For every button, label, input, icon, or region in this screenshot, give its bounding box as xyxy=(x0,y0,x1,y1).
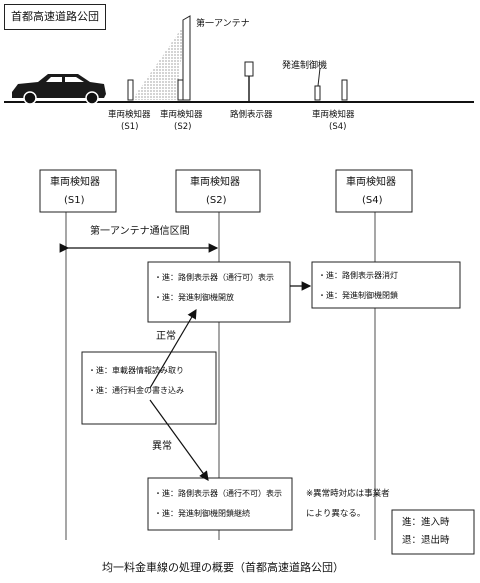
gate-pointer xyxy=(317,67,321,87)
col3-box xyxy=(335,169,413,213)
col3-title: 車両検知器 xyxy=(346,177,396,188)
gate-controller-label: 発進制御機 xyxy=(282,61,328,71)
box-normal-line2: ・進：発進制御機開放 xyxy=(154,293,234,302)
legend-box xyxy=(391,509,475,555)
arrow-abnormal xyxy=(149,399,209,481)
box-s4 xyxy=(311,261,461,309)
roadside-display-post xyxy=(244,61,254,77)
sensor-s2-post xyxy=(177,79,184,101)
col2-box xyxy=(175,169,261,213)
gate-controller-post xyxy=(314,85,321,101)
box-s4-line2: ・進：発進制御機閉鎖 xyxy=(318,291,398,300)
sensor-s1-label: 車両検知器 xyxy=(108,110,151,120)
sensor-s4-post xyxy=(341,79,348,101)
car-icon xyxy=(12,74,106,105)
arrow-normal xyxy=(149,308,197,389)
note-line2: により異なる。 xyxy=(306,509,366,519)
col3-id: (S4) xyxy=(362,195,383,206)
roadside-display-label: 路側表示器 xyxy=(230,110,273,120)
box-left xyxy=(81,351,217,425)
box-normal xyxy=(147,261,291,323)
sensor-s2-id: (S2) xyxy=(174,122,192,132)
caption: 均一料金車線の処理の概要（首都高速道路公団） xyxy=(102,561,344,574)
sensor-s4-label: 車両検知器 xyxy=(312,110,355,120)
box-left-line2: ・進：通行料金の書き込み xyxy=(88,386,184,395)
col2-id: (S2) xyxy=(206,195,227,206)
box-abnormal-line2: ・進：発進制御機閉鎖継続 xyxy=(154,509,250,518)
antenna-beam xyxy=(132,22,186,100)
col2-title: 車両検知器 xyxy=(190,177,240,188)
sensor-s2-label: 車両検知器 xyxy=(160,110,203,120)
col1-title: 車両検知器 xyxy=(50,177,100,188)
title-text: 首都高速道路公団 xyxy=(11,10,99,23)
legend-line1: 進：進入時 xyxy=(402,517,450,528)
legend-line2: 退：退出時 xyxy=(402,535,450,546)
box-left-line1: ・進：車載器情報読み取り xyxy=(88,366,184,375)
sensor-s1-id: (S1) xyxy=(121,122,139,132)
box-normal-line1: ・進：路側表示器（通行可）表示 xyxy=(154,273,274,282)
col1-id: (S1) xyxy=(64,195,85,206)
box-s4-line1: ・進：路側表示器消灯 xyxy=(318,271,398,280)
title-box xyxy=(4,4,106,30)
comm-zone-label: 第一アンテナ通信区間 xyxy=(90,226,190,237)
box-abnormal-line1: ・進：路側表示器（通行不可）表示 xyxy=(154,489,282,498)
col1-box xyxy=(39,169,117,213)
box-abnormal xyxy=(147,477,293,531)
note-line1: ※異常時対応は事業者 xyxy=(306,489,390,499)
sensor-s1-post xyxy=(127,79,134,101)
antenna-label: 第一アンテナ xyxy=(196,19,250,29)
label-abnormal: 異常 xyxy=(152,441,172,452)
label-normal: 正常 xyxy=(156,331,176,342)
sensor-s4-id: (S4) xyxy=(329,122,347,132)
antenna-pole xyxy=(182,15,191,101)
